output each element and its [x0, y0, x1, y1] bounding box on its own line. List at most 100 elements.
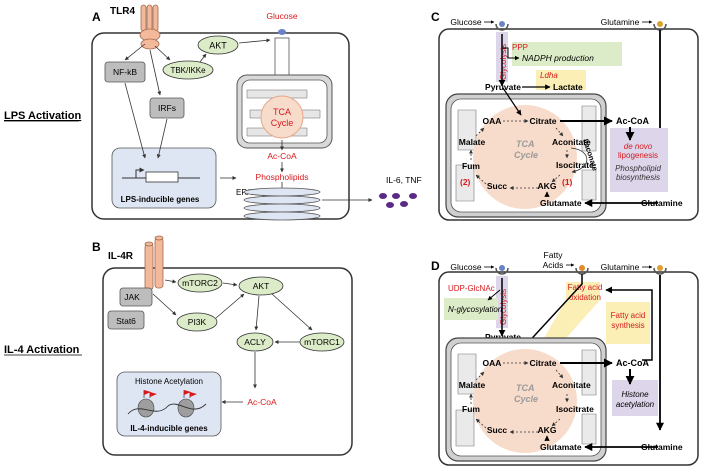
glutamine-label-c-bottom: Glutamine	[641, 198, 683, 208]
histone-label-2: acetylation	[616, 400, 655, 409]
ldha-label: Ldha	[540, 71, 558, 80]
akg-label-d: AKG	[538, 425, 557, 435]
fao-label-2: oxidation	[569, 293, 601, 302]
panel-d: D Glucose Fatty Acids Glutamine Glycolys…	[431, 250, 699, 466]
tbk-label: TBK/IKKe	[170, 66, 206, 75]
fatty-acids-label-2: Acids	[543, 260, 564, 270]
phospholipid-label-1: Phospholipid	[615, 164, 661, 173]
akt-label-a: AKT	[209, 41, 227, 51]
fum-label-d: Fum	[462, 404, 480, 414]
malate-label-c: Malate	[459, 137, 486, 147]
fum-label-c: Fum	[462, 161, 480, 171]
denovo-label-2: lipogenesis	[618, 151, 658, 160]
tlr4-label: TLR4	[110, 6, 135, 17]
ppp-label: PPP	[512, 43, 528, 52]
panel-a: A TLR4 Glucose TCA Cycle AKT TBK/IK	[91, 4, 422, 221]
tca-label-d-1: TCA	[516, 383, 535, 393]
glutamate-label-d: Glutamate	[540, 442, 582, 452]
nadph-label: NADPH production	[522, 53, 594, 63]
cell-outline-d	[438, 271, 699, 466]
citrate-label-d: Citrate	[530, 358, 557, 368]
tca-label-c-2: Cycle	[514, 150, 538, 160]
acoa-label-d: Ac-CoA	[616, 358, 649, 368]
lactate-label: Lactate	[553, 82, 583, 92]
mtorc1-label: mTORC1	[304, 337, 340, 347]
panel-letter-b: B	[92, 240, 101, 254]
panel-letter-a: A	[92, 10, 101, 24]
histone-acetylation-label: Histone Acetylation	[135, 377, 203, 386]
acoa-label-b: Ac-CoA	[247, 397, 277, 407]
cell-outline-b	[102, 267, 353, 456]
fas-box	[606, 302, 650, 344]
glycolysis-label-c: Glycolysis	[499, 44, 508, 80]
aconitate-label-c: Aconitate	[552, 137, 591, 147]
panel-letter-c: C	[431, 10, 440, 24]
panel-b: B IL-4R JAK Stat6 mTORC2 AKT PI3K ACLY m…	[92, 235, 353, 456]
akg-label-c: AKG	[538, 181, 557, 191]
isocitrate-label-d: Isocitrate	[556, 404, 594, 414]
il4-genes-label: IL-4-inducible genes	[130, 424, 208, 433]
pi3k-label: PI3K	[188, 317, 207, 327]
denovo-label-1: de novo	[624, 142, 653, 151]
isocitrate-label-c: Isocitrate	[556, 160, 594, 170]
lps-genes-label: LPS-inducible genes	[121, 195, 200, 204]
panel-c: C Glucose Glutamine Glycolysis PPP NADPH…	[431, 10, 699, 221]
cell-outline-a	[91, 32, 350, 220]
nglyc-label: N-glycosylation	[448, 305, 503, 314]
tca-label-a-2: Cycle	[271, 118, 294, 128]
acly-label: ACLY	[244, 337, 266, 347]
il4r-label: IL-4R	[108, 251, 134, 262]
tca-label-a-1: TCA	[273, 107, 291, 117]
glutamine-label-d-top: Glutamine	[601, 262, 640, 272]
panel-letter-d: D	[431, 259, 440, 273]
cytokines-label: IL-6, TNF	[386, 175, 422, 185]
il4-activation-label: IL-4 Activation	[4, 344, 80, 356]
fao-label-1: Fatty acid	[568, 283, 603, 292]
histone-acetylation-box	[612, 380, 658, 416]
glutamine-label-d-bottom: Glutamine	[641, 442, 683, 452]
akt-node-a	[197, 35, 239, 55]
er-golgi-stack	[243, 187, 321, 221]
mark-1: (1)	[562, 177, 573, 187]
tbk-node	[162, 60, 214, 80]
lipogenesis-box	[610, 128, 668, 192]
histone-icon	[127, 390, 207, 418]
mtorc2-node	[177, 273, 223, 293]
tca-label-d-2: Cycle	[514, 394, 538, 404]
glucose-label-a: Glucose	[266, 11, 297, 21]
glycolysis-label-d: Glycolysis	[499, 289, 508, 325]
glucose-label-c: Glucose	[450, 17, 481, 27]
oaa-label-c: OAA	[483, 116, 502, 126]
acly-node	[236, 332, 274, 352]
succ-label-c: Succ	[487, 181, 508, 191]
fas-label-2: synthesis	[611, 321, 644, 330]
mark-2: (2)	[460, 177, 471, 187]
acoa-label-c: Ac-CoA	[616, 116, 649, 126]
lps-activation-label: LPS Activation	[4, 110, 81, 122]
succ-label-d: Succ	[487, 425, 508, 435]
pyruvate-label-c: Pyruvate	[485, 82, 521, 92]
fao-band	[540, 282, 600, 345]
nglyc-box	[444, 298, 498, 320]
oaa-label-d: OAA	[483, 358, 502, 368]
aconitate-label-d: Aconitate	[552, 380, 591, 390]
cell-outline-c	[438, 28, 699, 221]
glutamine-label-c-top: Glutamine	[601, 17, 640, 27]
phospholipids-label-a: Phospholipids	[256, 172, 309, 182]
udp-box	[444, 283, 494, 295]
jak-box	[119, 287, 153, 307]
akt-label-b: AKT	[253, 281, 270, 291]
irfs-label: IRFs	[158, 103, 176, 113]
irfs-box	[149, 97, 185, 119]
fas-label-1: Fatty acid	[611, 311, 646, 320]
pi3k-node	[176, 312, 218, 332]
glucose-transporter-a	[278, 29, 286, 35]
citrate-label-c: Citrate	[530, 116, 557, 126]
jak-label: JAK	[124, 292, 140, 302]
nfkb-label: NF-kB	[113, 67, 137, 77]
histone-label-1: Histone	[621, 390, 649, 399]
malate-label-d: Malate	[459, 380, 486, 390]
phospholipid-label-2: biosynthesis	[616, 173, 660, 182]
tca-circle-d	[473, 349, 577, 453]
fatty-acids-label-1: Fatty	[544, 250, 564, 260]
